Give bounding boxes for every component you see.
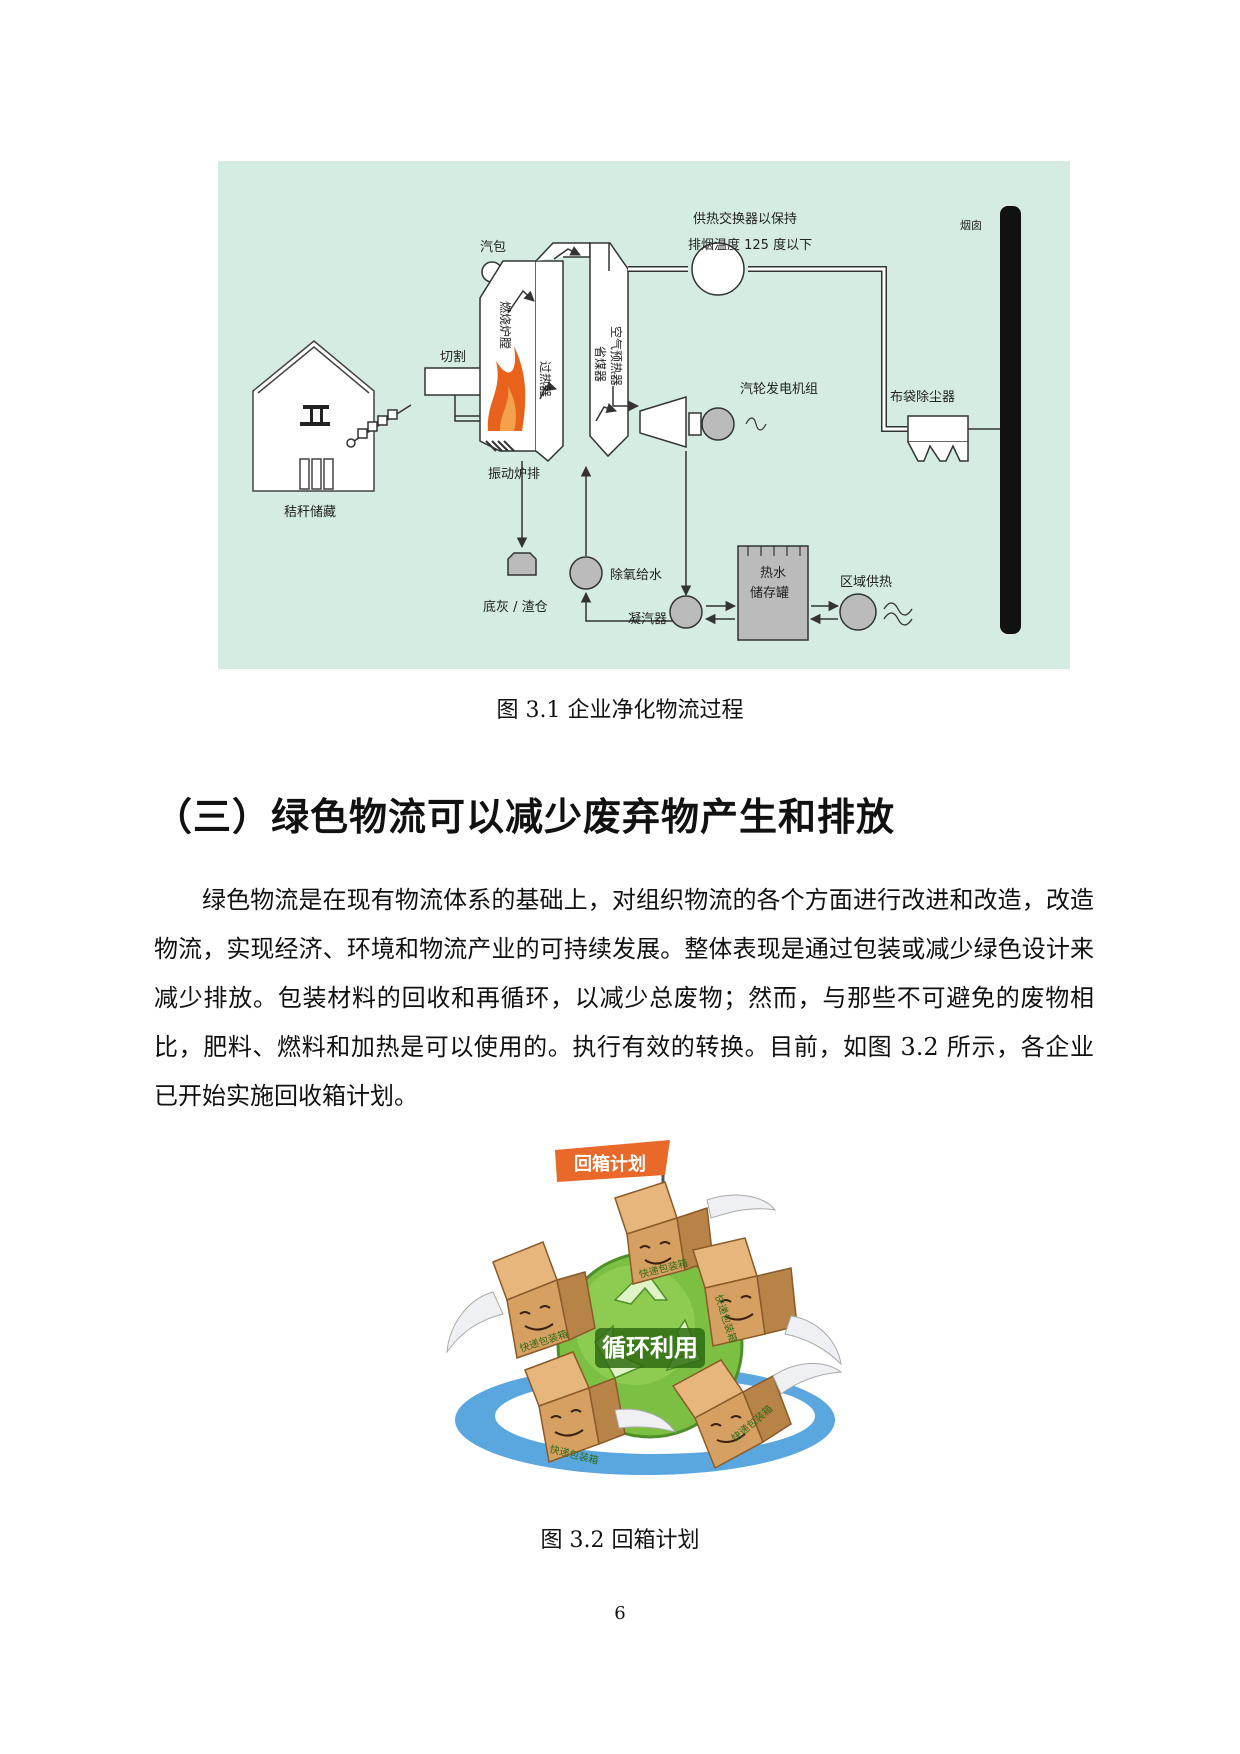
bag-filter — [907, 415, 1000, 462]
label-hot-water-1: 热水 — [760, 566, 786, 581]
label-turbine: 汽轮发电机组 — [740, 381, 818, 397]
figure2-caption: 图 3.2 回箱计划 — [540, 1528, 700, 1553]
label-heat-exchanger-2: 排烟温度 125 度以下 — [688, 237, 812, 253]
body-paragraph: 绿色物流是在现有物流体系的基础上，对组织物流的各个方面进行改进和改造，改造物流，… — [154, 876, 1094, 1121]
label-bottom-ash: 底灰 / 渣仓 — [483, 599, 548, 615]
heat-exchanger — [691, 242, 745, 296]
section-heading: （三）绿色物流可以减少废弃物产生和排放 — [154, 795, 896, 839]
label-condenser: 凝汽器 — [628, 611, 667, 627]
box-bottom-right: 快递包装箱 — [671, 1359, 843, 1470]
hot-water-tank — [737, 545, 809, 641]
figure-box-recycling: 循环利用 回箱计划 快递包装箱 快递包装箱 快递包装箱 快递包装箱 — [445, 1120, 857, 1492]
flag: 回箱计划 — [555, 1140, 670, 1210]
turbine — [639, 395, 687, 449]
label-superheater: 过热器 — [538, 361, 552, 397]
grate — [485, 440, 515, 452]
label-air-preheater: 空气预热器 — [609, 326, 624, 386]
paragraph-text: 绿色物流是在现有物流体系的基础上，对组织物流的各个方面进行改进和改造，改造物流，… — [154, 886, 1094, 1110]
cutting-machine — [424, 367, 486, 396]
label-vibrating-grate: 振动炉排 — [488, 467, 540, 482]
box-left: 快递包装箱 — [446, 1241, 596, 1359]
label-straw-storage: 秸秆储藏 — [284, 505, 336, 520]
ash-hopper — [507, 552, 537, 576]
label-steam-drum: 汽包 — [480, 240, 506, 255]
label-district-heating: 区域供热 — [840, 575, 892, 590]
district-heating-pump — [839, 593, 877, 631]
deaerator-pump — [569, 556, 603, 590]
condenser — [669, 595, 703, 629]
page-number: 6 — [614, 1603, 626, 1624]
box-bottom-left: 快递包装箱 — [524, 1351, 677, 1467]
chimney — [1000, 206, 1021, 634]
label-furnace: 燃烧炉膛 — [498, 301, 513, 349]
conveyor — [346, 404, 412, 448]
label-heat-exchanger-1: 供热交换器以保持 — [693, 211, 797, 227]
straw-storage-building — [252, 340, 375, 492]
label-chimney: 烟囱 — [960, 218, 982, 232]
box-right: 快递包装箱 — [692, 1237, 842, 1366]
figure-logistics-process: 秸秆储藏 切割 汽包 振动炉排 供热交换器以保持 排烟温度 125 度以下 烟囱… — [218, 161, 1070, 669]
label-hot-water-2: 储存罐 — [750, 586, 789, 601]
center-text: 循环利用 — [602, 1334, 698, 1362]
label-bag-filter: 布袋除尘器 — [890, 390, 955, 405]
figure1-caption: 图 3.1 企业净化物流过程 — [496, 698, 744, 723]
superheater — [535, 260, 564, 463]
generator — [701, 407, 735, 441]
economizer-column — [589, 242, 629, 458]
label-deaerator: 除氧给水 — [610, 568, 662, 583]
flag-text: 回箱计划 — [574, 1153, 646, 1175]
label-cutting: 切割 — [440, 349, 466, 365]
label-economizer: 省煤器 — [593, 346, 607, 382]
